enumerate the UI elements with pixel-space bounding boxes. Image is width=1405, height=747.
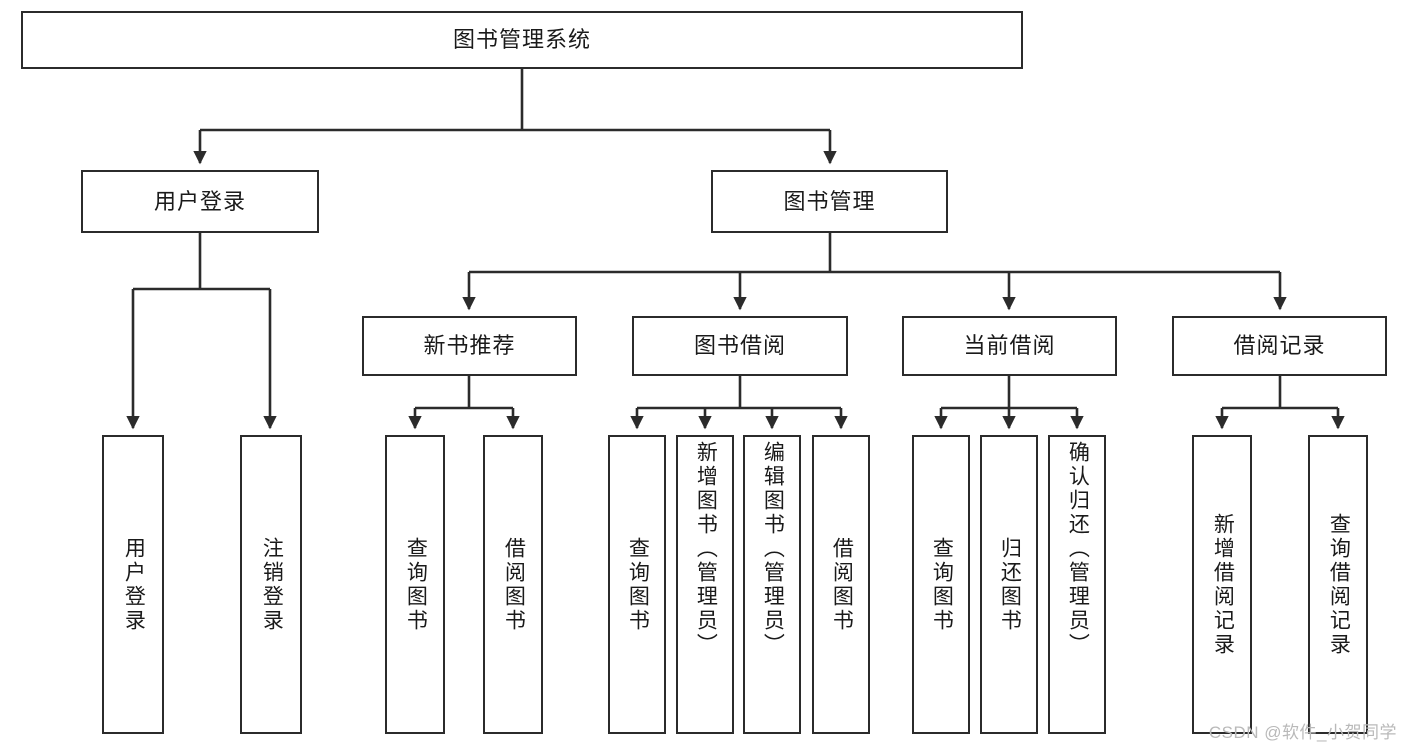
leaf-label: 查询图书 [930,536,954,633]
leaf-user-login-signin[interactable]: 用户登录 [102,435,164,734]
leaf-new-book-query[interactable]: 查询图书 [385,435,445,734]
leaf-book-borrow-query[interactable]: 查询图书 [608,435,666,734]
node-root[interactable]: 图书管理系统 [21,11,1023,69]
leaf-borrow-record-query[interactable]: 查询借阅记录 [1308,435,1368,734]
leaf-label: 查询图书 [404,536,428,633]
leaf-label: 查询借阅记录 [1327,512,1351,657]
leaf-user-login-signout[interactable]: 注销登录 [240,435,302,734]
leaf-borrow-record-add[interactable]: 新增借阅记录 [1192,435,1252,734]
node-borrow-record-label: 借阅记录 [1233,333,1326,359]
node-book-management[interactable]: 图书管理 [711,170,948,233]
node-root-label: 图书管理系统 [452,27,591,53]
leaf-label: 新增图书（管理员） [694,441,718,657]
leaf-label: 确认归还（管理员） [1066,441,1090,657]
leaf-new-book-borrow[interactable]: 借阅图书 [483,435,543,734]
leaf-book-borrow-lend[interactable]: 借阅图书 [812,435,870,734]
watermark: CSDN @软件_小贺同学 [1208,723,1397,742]
leaf-current-borrow-return[interactable]: 归还图书 [980,435,1038,734]
node-book-borrow-label: 图书借阅 [693,333,786,359]
leaf-label: 编辑图书（管理员） [761,441,785,657]
node-book-management-label: 图书管理 [783,188,876,214]
node-borrow-record[interactable]: 借阅记录 [1172,316,1387,376]
node-new-book-recommend[interactable]: 新书推荐 [362,316,577,376]
leaf-book-borrow-add[interactable]: 新增图书（管理员） [676,435,734,734]
node-current-borrow[interactable]: 当前借阅 [902,316,1117,376]
leaf-label: 用户登录 [122,536,146,633]
leaf-label: 查询图书 [626,536,650,633]
leaf-book-borrow-edit[interactable]: 编辑图书（管理员） [743,435,801,734]
node-book-borrow[interactable]: 图书借阅 [632,316,848,376]
leaf-label: 新增借阅记录 [1211,512,1235,657]
node-user-login[interactable]: 用户登录 [81,170,319,233]
node-user-login-label: 用户登录 [153,188,246,214]
leaf-label: 注销登录 [260,536,284,633]
node-current-borrow-label: 当前借阅 [963,333,1056,359]
leaf-label: 借阅图书 [502,536,526,633]
leaf-current-borrow-confirm[interactable]: 确认归还（管理员） [1048,435,1106,734]
node-new-book-recommend-label: 新书推荐 [423,333,516,359]
leaf-label: 归还图书 [998,536,1022,633]
leaf-current-borrow-query[interactable]: 查询图书 [912,435,970,734]
leaf-label: 借阅图书 [830,536,854,633]
